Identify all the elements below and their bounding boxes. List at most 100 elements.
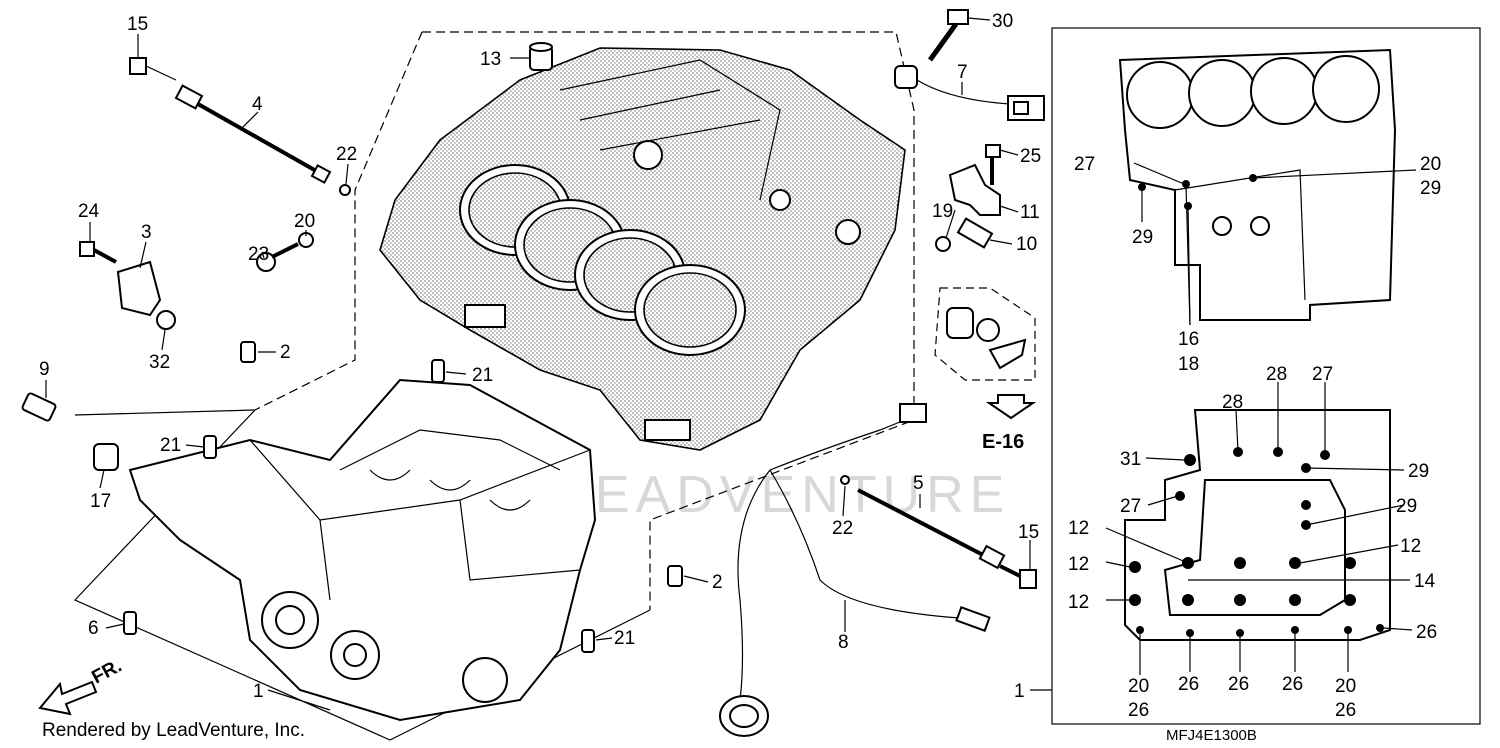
callout-12: 12 <box>1400 536 1421 557</box>
washer-19 <box>935 236 951 252</box>
callout-12: 12 <box>1068 518 1089 539</box>
callout-14: 14 <box>1414 571 1436 592</box>
callout-1: 1 <box>253 681 264 702</box>
callout-1: 1 <box>1014 681 1025 702</box>
front-direction-arrow <box>38 680 98 716</box>
watermark-text: LEADVENTURE <box>560 466 1010 524</box>
dowel-6 <box>123 611 137 635</box>
callout-20: 20 <box>294 211 315 232</box>
callout-22: 22 <box>336 144 357 165</box>
bolt-23 <box>256 242 299 272</box>
callout-28: 28 <box>1222 392 1243 413</box>
callout-5: 5 <box>913 473 924 494</box>
callout-17: 17 <box>90 491 111 512</box>
callout-11: 11 <box>1020 202 1040 223</box>
upper-case-top-view <box>1118 48 1397 321</box>
sensor-7 <box>894 65 1045 121</box>
front-label: FR. <box>88 656 125 689</box>
bearing-group-outline <box>934 287 1036 381</box>
callout-32: 32 <box>149 352 170 373</box>
callout-18: 18 <box>1178 354 1199 375</box>
callout-15: 15 <box>127 14 148 35</box>
bearing-part <box>946 307 974 339</box>
callout-26: 26 <box>1282 674 1303 695</box>
callout-20: 20 <box>1420 154 1441 175</box>
callout-19: 19 <box>932 201 953 222</box>
callout-30: 30 <box>992 11 1013 32</box>
dowel-21-left <box>203 435 217 459</box>
callout-21: 21 <box>614 628 635 649</box>
callout-31: 31 <box>1120 449 1141 470</box>
callout-12: 12 <box>1068 554 1089 575</box>
rod-4 <box>174 84 332 184</box>
callout-26: 26 <box>1335 700 1356 721</box>
callout-10: 10 <box>1016 234 1037 255</box>
callout-23: 23 <box>248 244 269 265</box>
seal-32 <box>156 310 176 330</box>
inset-box <box>1051 27 1481 725</box>
callout-13: 13 <box>480 49 501 70</box>
sensor-11 <box>948 163 1001 216</box>
switch-9 <box>21 392 57 422</box>
callout-26: 26 <box>1228 674 1249 695</box>
bolt-25 <box>985 144 1001 185</box>
callout-7: 7 <box>957 62 968 83</box>
dowel-21-top <box>431 359 445 383</box>
callout-26: 26 <box>1416 622 1437 643</box>
callout-12: 12 <box>1068 592 1089 613</box>
callout-22: 22 <box>832 518 853 539</box>
callout-29: 29 <box>1132 227 1153 248</box>
callout-3: 3 <box>141 222 152 243</box>
plug-17 <box>93 443 119 471</box>
upper-case-group-outline <box>422 31 915 610</box>
diagram-code: MFJ4E1300B <box>1166 727 1257 744</box>
callout-15: 15 <box>1018 522 1039 543</box>
callout-29: 29 <box>1420 178 1441 199</box>
footer-credit: Rendered by LeadVenture, Inc. <box>42 720 305 741</box>
callout-2: 2 <box>280 342 291 363</box>
callout-27: 27 <box>1120 496 1141 517</box>
callout-21: 21 <box>160 435 181 456</box>
seal-part <box>976 318 1000 342</box>
lower-case-bottom-view <box>1124 409 1391 641</box>
leader-lines <box>45 17 1417 711</box>
switch-10 <box>956 217 994 249</box>
bolt-15-top <box>129 57 177 81</box>
washer-22-top <box>339 184 351 196</box>
rod-5 <box>840 475 1006 570</box>
dowel-2-bottom <box>667 565 683 587</box>
callout-24: 24 <box>78 201 100 222</box>
callout-2: 2 <box>712 572 723 593</box>
callout-21: 21 <box>472 365 493 386</box>
callout-27: 27 <box>1312 364 1333 385</box>
dowel-2-top <box>240 341 256 363</box>
callout-25: 25 <box>1020 146 1041 167</box>
callout-29: 29 <box>1396 496 1417 517</box>
callout-29: 29 <box>1408 461 1429 482</box>
callout-28: 28 <box>1266 364 1287 385</box>
callout-4: 4 <box>252 94 263 115</box>
upper-crankcase <box>379 47 906 451</box>
callout-20: 20 <box>1128 676 1149 697</box>
lower-crankcase <box>128 378 597 722</box>
callout-16: 16 <box>1178 329 1199 350</box>
e16-arrow <box>985 394 1037 420</box>
callout-26: 26 <box>1128 700 1149 721</box>
callout-20: 20 <box>1335 676 1356 697</box>
clip-part <box>988 338 1027 370</box>
bolt-24 <box>79 241 117 264</box>
bracket-3 <box>116 260 162 317</box>
harness-8 <box>719 403 991 737</box>
dowel-21-bottom <box>581 629 595 653</box>
callout-26: 26 <box>1178 674 1199 695</box>
bolt-15-right <box>999 564 1037 589</box>
callout-27: 27 <box>1074 154 1095 175</box>
reference-e16: E-16 <box>982 431 1024 453</box>
callout-9: 9 <box>39 359 50 380</box>
bolt-30 <box>927 9 969 62</box>
plug-13 <box>529 42 553 71</box>
callout-8: 8 <box>838 632 849 653</box>
callout-labels: 15 4 22 13 30 7 24 3 20 23 25 19 11 10 3… <box>39 11 1441 721</box>
callout-6: 6 <box>88 618 99 639</box>
